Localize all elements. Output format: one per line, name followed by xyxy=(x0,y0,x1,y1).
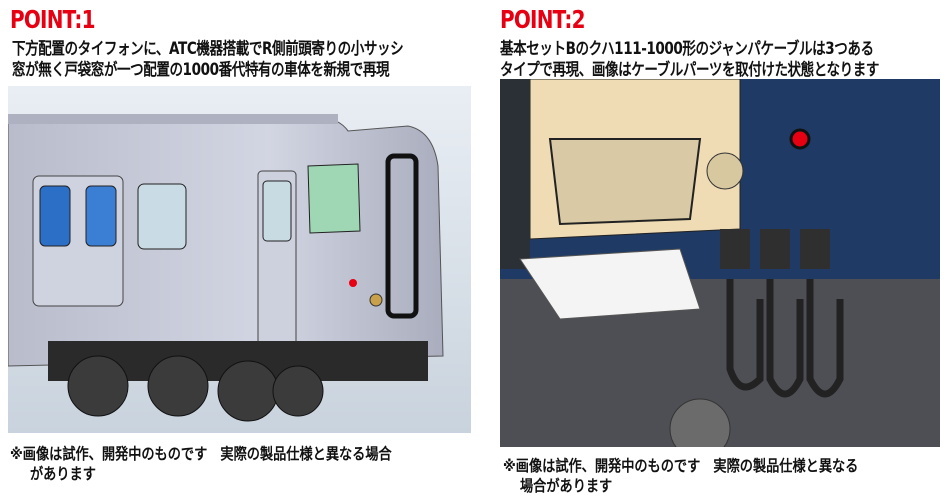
point1-desc-line1: 下方配置のタイフォンに、ATC機器搭載でR側前頭寄りの小サッシ xyxy=(12,39,404,58)
point1-note-line1: ※画像は試作、開発中のものです 実際の製品仕様と異なる場合 xyxy=(10,445,392,463)
point1-note-line2: があります xyxy=(30,465,96,483)
point2-desc-line1: 基本セットBのクハ111-1000形のジャンパケーブルは3つある xyxy=(500,39,874,58)
point2-note-line2: 場合があります xyxy=(520,477,613,495)
jumper-cable-render xyxy=(500,79,940,447)
point2-note-line1: ※画像は試作、開発中のものです 実際の製品仕様と異なる xyxy=(503,457,859,475)
point2-title: POINT:2 xyxy=(500,5,586,34)
train-body-render xyxy=(8,86,471,433)
point1-desc-line2: 窓が無く戸袋窓が一つ配置の1000番代特有の車体を新規で再現 xyxy=(12,60,390,79)
point1-title: POINT:1 xyxy=(10,5,96,34)
point2-desc-line2: タイプで再現、画像はケーブルパーツを取付けた状態となります xyxy=(500,60,879,79)
